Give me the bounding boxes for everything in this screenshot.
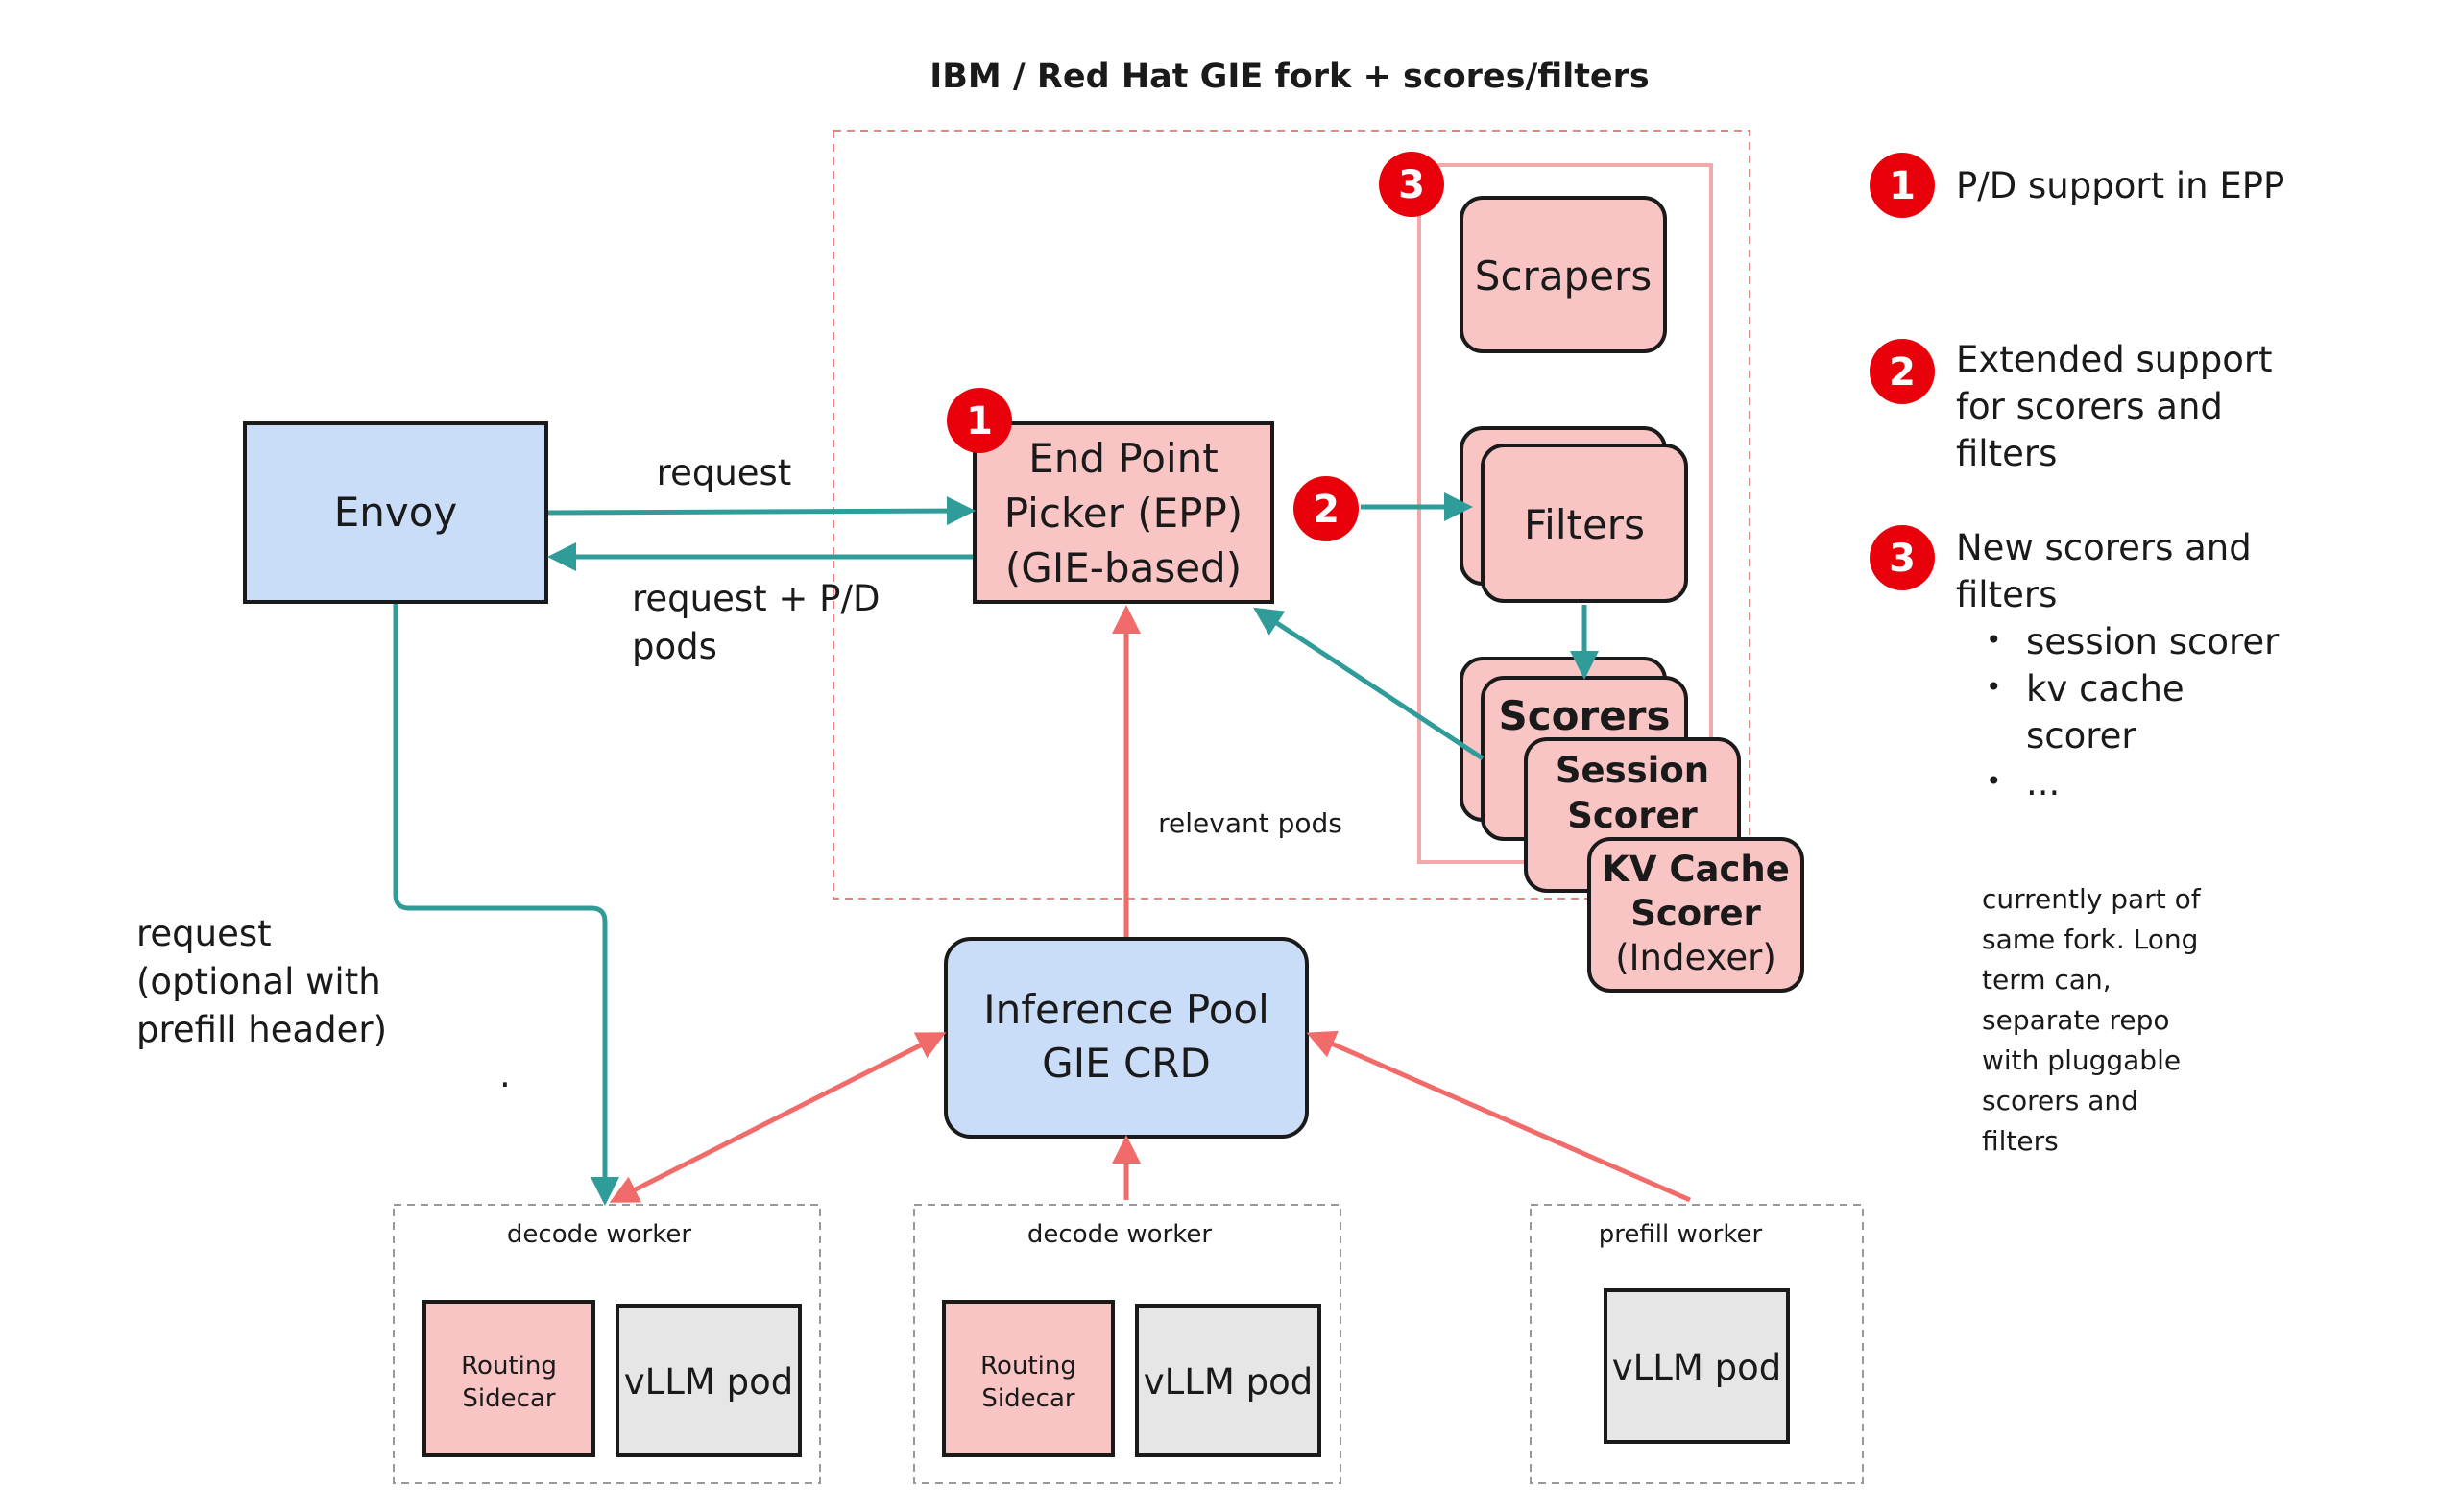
routing-sidecar-line2: Sidecar	[981, 1384, 1074, 1413]
legend-text: Extended support	[1956, 339, 2273, 380]
svg-text:1: 1	[966, 399, 993, 444]
worker-label: decode worker	[507, 1220, 691, 1249]
worker-label: prefill worker	[1599, 1220, 1763, 1249]
worker-label: decode worker	[1027, 1220, 1212, 1249]
bullet-icon: •	[1986, 671, 2002, 703]
scorers-to-epp-arrow	[1252, 607, 1485, 761]
envoy-to-epp-arrow	[547, 496, 976, 526]
routing-sidecar-line1: Routing	[461, 1352, 557, 1380]
legend-text: New scorers and	[1956, 527, 2252, 568]
svg-text:2: 2	[1313, 488, 1340, 532]
vllm-pod-label: vLLM pod	[624, 1361, 793, 1403]
side-note: currently part of same fork. Long term c…	[1982, 883, 2202, 1157]
request-label: request	[657, 452, 792, 493]
envoy-to-decode-worker-arrow	[393, 604, 619, 1206]
decode-worker-2: decode worker Routing Sidecar vLLM pod	[913, 1204, 1341, 1484]
epp-boundary	[833, 130, 1750, 900]
legend-item-3: 3 New scorers and filters	[1870, 525, 2252, 615]
request-pd-label-line1: request + P/D	[632, 578, 880, 619]
svg-text:1: 1	[1889, 164, 1916, 208]
kv-cache-scorer-line3: (Indexer)	[1615, 937, 1776, 978]
routing-sidecar-line2: Sidecar	[462, 1384, 555, 1413]
request-optional-line2: (optional with	[136, 961, 381, 1002]
decode-worker-1: decode worker Routing Sidecar vLLM pod	[393, 1204, 821, 1484]
svg-text:same fork. Long: same fork. Long	[1982, 924, 2198, 955]
legend-text: filters	[1956, 433, 2057, 474]
inference-pool-line1: Inference Pool	[983, 986, 1269, 1033]
filters-node[interactable]: Filters	[1460, 426, 1688, 603]
vllm-pod-label: vLLM pod	[1144, 1361, 1313, 1403]
badge-3: 3	[1379, 152, 1444, 217]
diagram-title: IBM / Red Hat GIE fork + scores/filters	[929, 58, 1650, 96]
scrapers-label: Scrapers	[1475, 252, 1652, 300]
inference-pool-line2: GIE CRD	[1042, 1040, 1211, 1087]
prefill-worker: prefill worker vLLM pod	[1530, 1204, 1864, 1484]
svg-text:filters: filters	[1982, 1125, 2059, 1157]
badge-2: 2	[1293, 476, 1359, 541]
svg-text:separate repo: separate repo	[1982, 1004, 2170, 1036]
envoy-node[interactable]: Envoy	[243, 421, 548, 604]
routing-sidecar-line1: Routing	[980, 1352, 1076, 1380]
svg-text:3: 3	[1398, 163, 1425, 207]
scorers-label: Scorers	[1499, 692, 1671, 739]
svg-text:term can,: term can,	[1982, 964, 2112, 996]
legend-item-1: 1 P/D support in EPP	[1870, 153, 2284, 218]
request-optional-line3: prefill header)	[136, 1009, 387, 1050]
badge-1: 1	[947, 388, 1012, 453]
bullet-text: session scorer	[2026, 621, 2280, 662]
epp-label-line3: (GIE-based)	[1005, 544, 1242, 591]
stray-dot: .	[499, 1054, 511, 1095]
bullet-text: ...	[2026, 762, 2060, 804]
vllm-pod-1[interactable]: vLLM pod	[616, 1304, 802, 1457]
epp-label-line1: End Point	[1028, 435, 1218, 482]
vllm-pod-2[interactable]: vLLM pod	[1135, 1304, 1321, 1457]
legend-text: P/D support in EPP	[1956, 165, 2284, 206]
request-optional-line1: request	[136, 913, 272, 954]
relevant-pods-label: relevant pods	[1158, 807, 1342, 839]
kv-cache-scorer-line2: Scorer	[1630, 893, 1761, 934]
epp-label-line2: Picker (EPP)	[1004, 490, 1243, 537]
svg-text:with pluggable: with pluggable	[1982, 1044, 2181, 1076]
kv-cache-scorer-node[interactable]: KV Cache Scorer (Indexer)	[1587, 837, 1804, 993]
epp-node[interactable]: End Point Picker (EPP) (GIE-based)	[973, 421, 1274, 604]
prefill-to-pool-arrow	[1306, 1030, 1692, 1203]
scrapers-node[interactable]: Scrapers	[1460, 196, 1667, 353]
legend-bullets: • session scorer • kv cache scorer • ...	[1986, 621, 2280, 804]
bullet-icon: •	[1986, 624, 2002, 656]
svg-text:2: 2	[1889, 350, 1916, 395]
envoy-label: Envoy	[334, 489, 458, 536]
vllm-pod-3[interactable]: vLLM pod	[1604, 1288, 1790, 1444]
kv-cache-scorer-line1: KV Cache	[1602, 849, 1790, 890]
routing-sidecar-2[interactable]: Routing Sidecar	[942, 1300, 1115, 1457]
request-pd-label-line2: pods	[632, 626, 717, 667]
vllm-pod-label: vLLM pod	[1612, 1347, 1781, 1388]
routing-sidecar-1[interactable]: Routing Sidecar	[422, 1300, 595, 1457]
filters-label: Filters	[1524, 501, 1645, 548]
session-scorer-line2: Scorer	[1567, 795, 1698, 836]
worker1-pool-arrow	[609, 1032, 947, 1203]
bullet-text: scorer	[2026, 715, 2136, 756]
inference-pool-node[interactable]: Inference Pool GIE CRD	[944, 937, 1309, 1139]
legend-text: for scorers and	[1956, 386, 2223, 427]
svg-text:3: 3	[1889, 537, 1916, 581]
session-scorer-line1: Session	[1556, 750, 1709, 791]
svg-text:currently part of: currently part of	[1982, 883, 2202, 915]
legend-text: filters	[1956, 574, 2057, 615]
bullet-icon: •	[1986, 765, 2002, 797]
svg-text:scorers and: scorers and	[1982, 1085, 2138, 1116]
bullet-text: kv cache	[2026, 668, 2185, 709]
legend-item-2: 2 Extended support for scorers and filte…	[1870, 339, 2273, 474]
